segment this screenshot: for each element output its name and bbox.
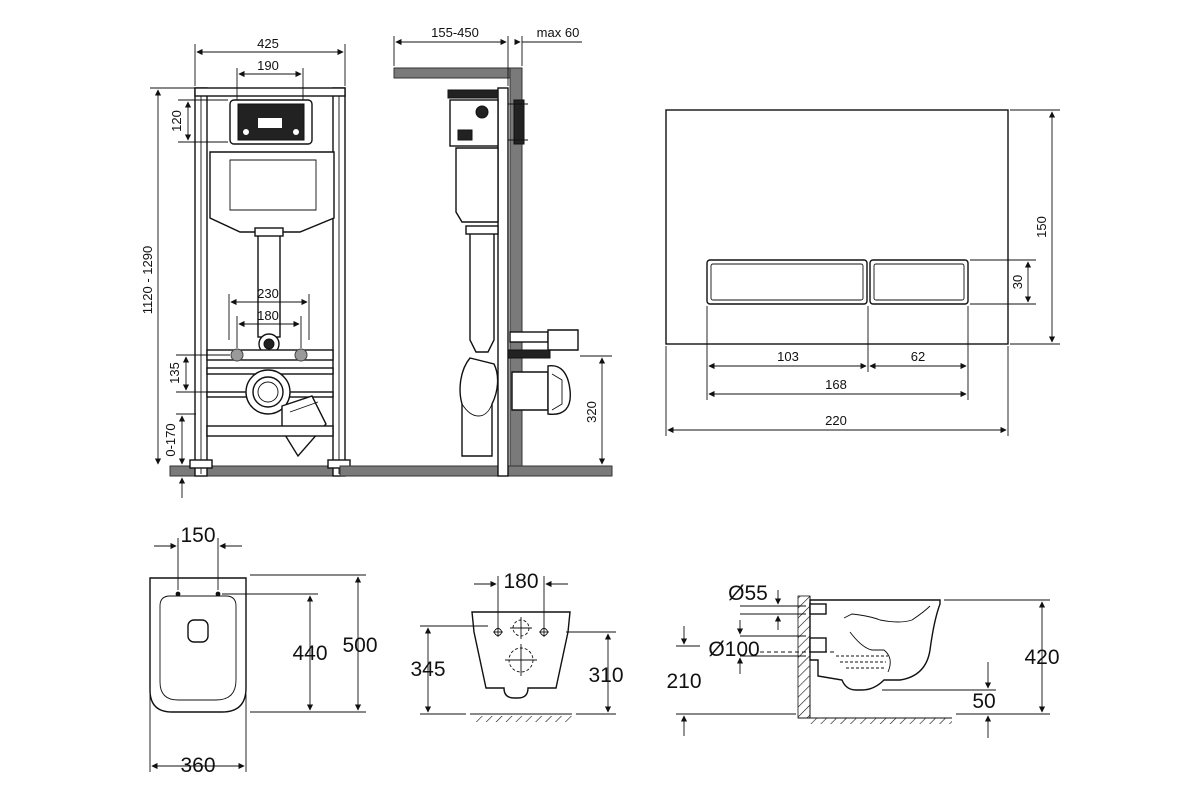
side-cistern (455, 147, 499, 223)
bowl-outline-top (149, 577, 247, 713)
dim-bolt-height: 135 (167, 362, 182, 384)
flush-button-large (706, 259, 868, 305)
cistern (209, 151, 335, 233)
dim-floor-adjust: 0-170 (163, 423, 178, 456)
dim-inlet-diameter: Ø55 (728, 582, 768, 605)
dim-depth-range: 155-450 (431, 25, 479, 40)
dim-bowl-bolt-spacing: 150 (180, 524, 215, 547)
dim-side-height: 420 (1024, 646, 1059, 669)
floor-right (339, 465, 613, 477)
dim-top-height: 120 (169, 110, 184, 132)
bowl-drain-top (187, 619, 209, 643)
dim-wall-max: max 60 (537, 25, 580, 40)
bowl-side-view: Ø55 Ø100 210 420 50 (666, 582, 1060, 738)
dim-total-height: 1120 - 1290 (140, 246, 155, 314)
bolt-left (230, 348, 244, 362)
dim-rear-height: 345 (410, 658, 445, 681)
bowl-rear-view: 180 345 310 (410, 570, 624, 722)
frame-top-rail (194, 87, 346, 97)
dim-bowl-length: 500 (342, 634, 377, 657)
dim-panel-width: 190 (257, 58, 279, 73)
frame-front-view: 425 190 120 1120 - 1290 230 180 135 0 (140, 36, 611, 498)
dim-frame-width: 425 (257, 36, 279, 51)
dim-bowl-width: 360 (180, 754, 215, 777)
flush-plate-view: 150 30 103 62 168 220 (665, 109, 1060, 436)
dim-rear-outlet-height: 310 (588, 664, 623, 687)
dim-buttons-total: 168 (825, 377, 847, 392)
bolt-right (294, 348, 308, 362)
dim-button-left: 103 (777, 349, 799, 364)
flush-button-small (869, 259, 969, 305)
wall-top (393, 67, 523, 79)
dim-plate-height: 150 (1034, 216, 1049, 238)
bowl-outline-side (809, 599, 941, 691)
dim-rear-bolt-spacing: 180 (503, 570, 538, 593)
dim-button-height: 30 (1010, 275, 1025, 289)
dim-plate-width: 220 (825, 413, 847, 428)
side-trap (459, 357, 499, 457)
dim-outlet-height: 320 (584, 401, 599, 423)
bowl-top-view: 150 500 440 360 (149, 524, 378, 777)
dim-button-right: 62 (911, 349, 925, 364)
side-control-box (449, 99, 499, 147)
dim-bolt-span: 180 (257, 308, 279, 323)
dim-outlet-diameter: Ø100 (708, 638, 759, 661)
flush-plate (665, 109, 1009, 345)
dim-floor-gap: 50 (972, 690, 995, 713)
dim-side-outlet-height: 210 (666, 670, 701, 693)
dim-pipe-span: 230 (257, 286, 279, 301)
dim-bowl-bolt-front: 440 (292, 642, 327, 665)
frame-side-view: 155-450 max 60 320 (339, 25, 613, 477)
